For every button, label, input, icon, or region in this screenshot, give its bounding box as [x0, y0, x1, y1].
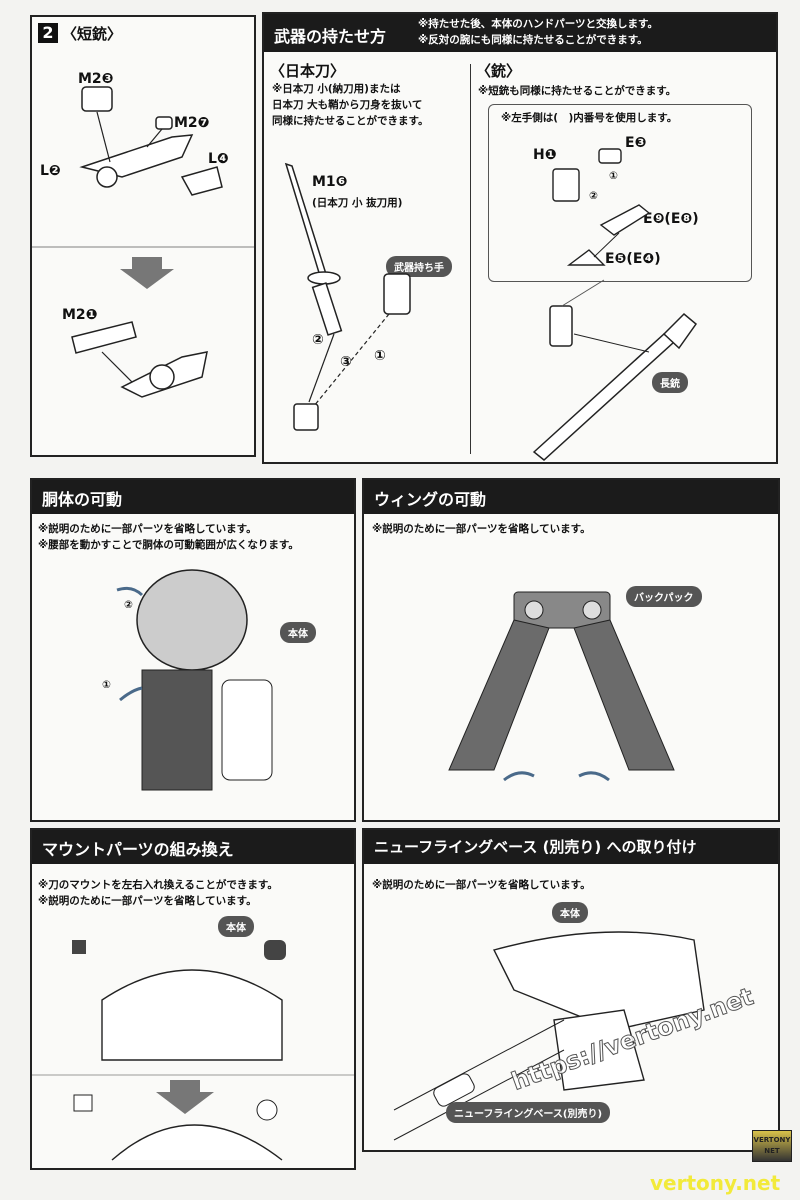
torso-panel: 胴体の可動 ※説明のために一部パーツを省略しています。 ※腰部を動かすことで胴体… — [30, 478, 356, 822]
part-label: M2❸ — [78, 71, 114, 87]
katana-note: ※日本刀 小(納刀用)または — [272, 83, 401, 95]
step-title: 〈短銃〉 — [62, 25, 123, 43]
box-note: ※左手側は( )内番号を使用します。 — [501, 112, 678, 124]
backpack-label: バックパック — [626, 586, 702, 607]
panel-header: マウントパーツの組み換え — [32, 830, 354, 864]
mount-note: ※刀のマウントを左右入れ換えることができます。 — [38, 879, 278, 891]
weapon-holding-panel: 武器の持たせ方 ※持たせた後、本体のハンドパーツと交換します。 ※反対の腕にも同… — [262, 12, 778, 464]
watermark-site: vertony.net — [650, 1171, 781, 1195]
flying-base-panel: ニューフライングベース (別売り) への取り付け ※説明のために一部パーツを省略… — [362, 828, 780, 1152]
panel-header: ニューフライングベース (別売り) への取り付け — [364, 830, 778, 864]
gun-note: ※短銃も同様に持たせることができます。 — [478, 85, 677, 97]
panel-title: ウィングの可動 — [374, 490, 487, 509]
mount-panel: マウントパーツの組み換え ※刀のマウントを左右入れ換えることができます。 ※説明… — [30, 828, 356, 1170]
long-gun-label: 長銃 — [652, 372, 688, 393]
step-number: 2 — [38, 23, 58, 43]
part-label: L❹ — [208, 151, 229, 167]
base-note: ※説明のために一部パーツを省略しています。 — [372, 879, 591, 891]
gun-title: 〈銃〉 — [476, 62, 522, 80]
step-marker: ① — [102, 679, 111, 691]
part-label: M2❼ — [174, 115, 210, 131]
step2-panel: 2 〈短銃〉 M2❸ M2❼ L❷ L❹ M2❶ — [30, 15, 256, 457]
panel-title: 胴体の可動 — [42, 490, 123, 509]
katana-diagram — [284, 162, 411, 431]
step-marker: ③ — [340, 354, 352, 370]
wing-note: ※説明のために一部パーツを省略しています。 — [372, 523, 591, 535]
wing-panel: ウィングの可動 ※説明のために一部パーツを省略しています。 バックパック — [362, 478, 780, 822]
torso-note: ※説明のために一部パーツを省略しています。 — [38, 523, 257, 535]
part-label: M1❻ — [312, 174, 348, 190]
panel-header: ウィングの可動 — [364, 480, 778, 514]
katana-note: 日本刀 大も鞘から刀身を抜いて — [272, 99, 423, 111]
divider — [470, 64, 471, 454]
body-label: 本体 — [280, 622, 316, 643]
torso-note: ※腰部を動かすことで胴体の可動範囲が広くなります。 — [38, 539, 299, 551]
step-marker: ② — [124, 599, 133, 611]
torso-diagram — [116, 569, 273, 791]
step-marker: ① — [609, 170, 618, 182]
katana-title: 〈日本刀〉 — [270, 62, 346, 80]
mount-note: ※説明のために一部パーツを省略しています。 — [38, 895, 257, 907]
header-note: ※持たせた後、本体のハンドパーツと交換します。 — [418, 18, 658, 30]
pistol-assembly-diagram — [32, 86, 254, 398]
base-label: ニューフライングベース(別売り) — [446, 1102, 611, 1123]
part-label: E❺(E❹) — [605, 251, 661, 267]
part-label: L❷ — [40, 163, 61, 179]
header-note: ※反対の腕にも同様に持たせることができます。 — [418, 34, 648, 46]
panel-header: 胴体の可動 — [32, 480, 354, 514]
step-marker: ② — [589, 190, 598, 202]
panel-title: ニューフライングベース (別売り) への取り付け — [374, 838, 697, 856]
katana-note: 同様に持たせることができます。 — [272, 115, 429, 127]
panel-title: 武器の持たせ方 — [274, 27, 387, 46]
part-label: E❾(E❽) — [643, 211, 699, 227]
flying-base-diagram — [393, 931, 705, 1141]
hand-label: 武器持ち手 — [386, 256, 452, 277]
panel-title: マウントパーツの組み換え — [42, 840, 234, 859]
mount-diagram — [32, 940, 354, 1161]
body-label: 本体 — [552, 902, 588, 923]
panel-header: 武器の持たせ方 — [264, 14, 776, 52]
step-marker: ② — [312, 332, 324, 348]
gun-grip-diagram — [552, 148, 651, 266]
wing-diagram — [448, 591, 675, 782]
part-label: H❶ — [533, 147, 557, 163]
part-label: E❸ — [625, 135, 647, 151]
body-label: 本体 — [218, 916, 254, 937]
arrow-down-icon — [156, 1080, 214, 1114]
part-sublabel: (日本刀 小 抜刀用) — [312, 197, 403, 209]
left-hand-box: ※左手側は( )内番号を使用します。 H❶ E❸ E❾(E❽) E❺(E❹) ①… — [488, 104, 752, 282]
long-gun-diagram — [532, 279, 698, 461]
step-marker: ① — [374, 348, 386, 364]
part-label: M2❶ — [62, 307, 98, 323]
arrow-down-icon — [120, 257, 174, 289]
